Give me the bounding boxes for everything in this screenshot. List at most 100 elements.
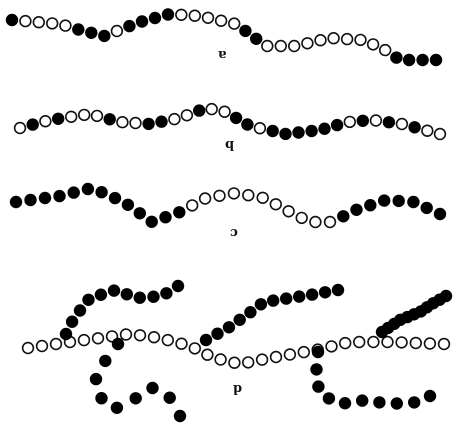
- panel-label-1: a: [218, 47, 227, 62]
- black-monomer-bead: [173, 409, 187, 423]
- black-monomer-bead: [373, 396, 386, 409]
- black-monomer-bead: [280, 292, 293, 305]
- white-monomer-bead: [198, 192, 212, 205]
- white-monomer-bead: [269, 350, 283, 364]
- black-monomer-bead: [241, 118, 254, 131]
- white-monomer-bead: [379, 43, 392, 57]
- white-monomer-bead: [256, 191, 269, 205]
- black-monomer-bead: [337, 210, 350, 223]
- white-monomer-bead: [35, 339, 49, 353]
- black-monomer-bead: [254, 298, 268, 311]
- white-monomer-bead: [201, 348, 214, 361]
- black-monomer-bead: [111, 337, 125, 351]
- white-monomer-bead: [175, 8, 188, 21]
- black-monomer-bead: [81, 182, 95, 196]
- black-monomer-bead: [103, 113, 116, 126]
- black-monomer-bead: [408, 396, 421, 409]
- white-monomer-bead: [295, 211, 308, 225]
- white-monomer-bead: [168, 112, 181, 126]
- panel-graft-chain: [21, 279, 453, 423]
- black-monomer-bead: [142, 117, 155, 131]
- panel-label-4: d: [233, 381, 243, 396]
- black-monomer-bead: [267, 294, 280, 307]
- black-monomer-bead: [51, 112, 65, 126]
- white-monomer-bead: [395, 336, 408, 349]
- black-monomer-bead: [408, 121, 421, 134]
- black-monomer-bead: [129, 392, 142, 405]
- white-monomer-bead: [309, 215, 322, 229]
- black-monomer-bead: [378, 194, 391, 207]
- white-monomer-bead: [301, 37, 314, 50]
- white-monomer-bead: [77, 108, 91, 122]
- white-monomer-bead: [339, 336, 352, 350]
- white-monomer-bead: [395, 117, 409, 131]
- black-monomer-bead: [423, 389, 437, 403]
- black-monomer-bead: [161, 8, 175, 21]
- white-monomer-bead: [119, 328, 133, 341]
- black-monomer-bead: [160, 287, 173, 300]
- white-monomer-bead: [213, 189, 226, 203]
- black-monomer-bead: [266, 124, 279, 138]
- black-monomer-bead: [229, 111, 243, 125]
- black-monomer-bead: [108, 191, 122, 205]
- white-monomer-bead: [205, 102, 218, 116]
- black-monomer-bead: [293, 290, 306, 303]
- white-monomer-bead: [282, 205, 295, 218]
- black-monomer-bead: [147, 290, 160, 303]
- black-monomer-bead: [89, 372, 103, 386]
- black-monomer-bead: [244, 306, 257, 319]
- panel-block-chain: [9, 182, 447, 229]
- black-monomer-bead: [407, 195, 420, 209]
- black-monomer-bead: [318, 286, 332, 299]
- white-monomer-bead: [214, 353, 227, 366]
- panel-label-3: c: [230, 225, 238, 240]
- white-monomer-bead: [253, 121, 267, 135]
- white-monomer-bead: [261, 39, 274, 53]
- white-monomer-bead: [255, 353, 269, 366]
- white-monomer-bead: [49, 337, 63, 351]
- white-monomer-bead: [228, 17, 241, 30]
- black-monomer-bead: [233, 313, 246, 326]
- black-monomer-bead: [392, 194, 405, 208]
- white-monomer-bead: [421, 124, 434, 137]
- white-monomer-bead: [274, 39, 287, 53]
- black-monomer-bead: [402, 53, 416, 67]
- white-monomer-bead: [188, 9, 202, 22]
- black-monomer-bead: [193, 104, 206, 117]
- white-monomer-bead: [353, 335, 366, 349]
- white-monomer-bead: [228, 356, 241, 369]
- black-monomer-bead: [420, 201, 433, 215]
- white-monomer-bead: [323, 215, 337, 229]
- black-monomer-bead: [53, 189, 66, 203]
- white-monomer-bead: [188, 342, 202, 355]
- black-monomer-bead: [133, 207, 147, 220]
- black-monomer-bead: [95, 186, 108, 199]
- black-monomer-bead: [292, 126, 305, 139]
- black-monomer-bead: [382, 116, 396, 129]
- black-monomer-bead: [239, 24, 252, 38]
- panel-alternating-block-chain: [5, 8, 443, 67]
- white-monomer-bead: [369, 114, 383, 127]
- black-monomer-bead: [429, 53, 443, 67]
- black-monomer-bead: [94, 288, 108, 301]
- black-monomer-bead: [250, 32, 263, 45]
- black-monomer-bead: [73, 304, 87, 317]
- black-monomer-bead: [5, 13, 19, 27]
- white-monomer-bead: [161, 333, 175, 347]
- black-monomer-bead: [279, 127, 292, 141]
- black-monomer-bead: [145, 215, 158, 229]
- black-monomer-bead: [85, 26, 98, 39]
- black-monomer-bead: [9, 195, 23, 209]
- white-monomer-bead: [214, 14, 228, 27]
- black-monomer-bead: [95, 392, 108, 405]
- black-monomer-bead: [163, 391, 176, 404]
- white-monomer-bead: [343, 115, 356, 129]
- white-monomer-bead: [437, 337, 451, 351]
- white-monomer-bead: [325, 340, 338, 353]
- black-monomer-bead: [110, 401, 124, 414]
- white-monomer-bead: [64, 110, 78, 124]
- white-monomer-bead: [175, 337, 188, 350]
- black-monomer-bead: [305, 288, 319, 301]
- black-monomer-bead: [338, 397, 352, 410]
